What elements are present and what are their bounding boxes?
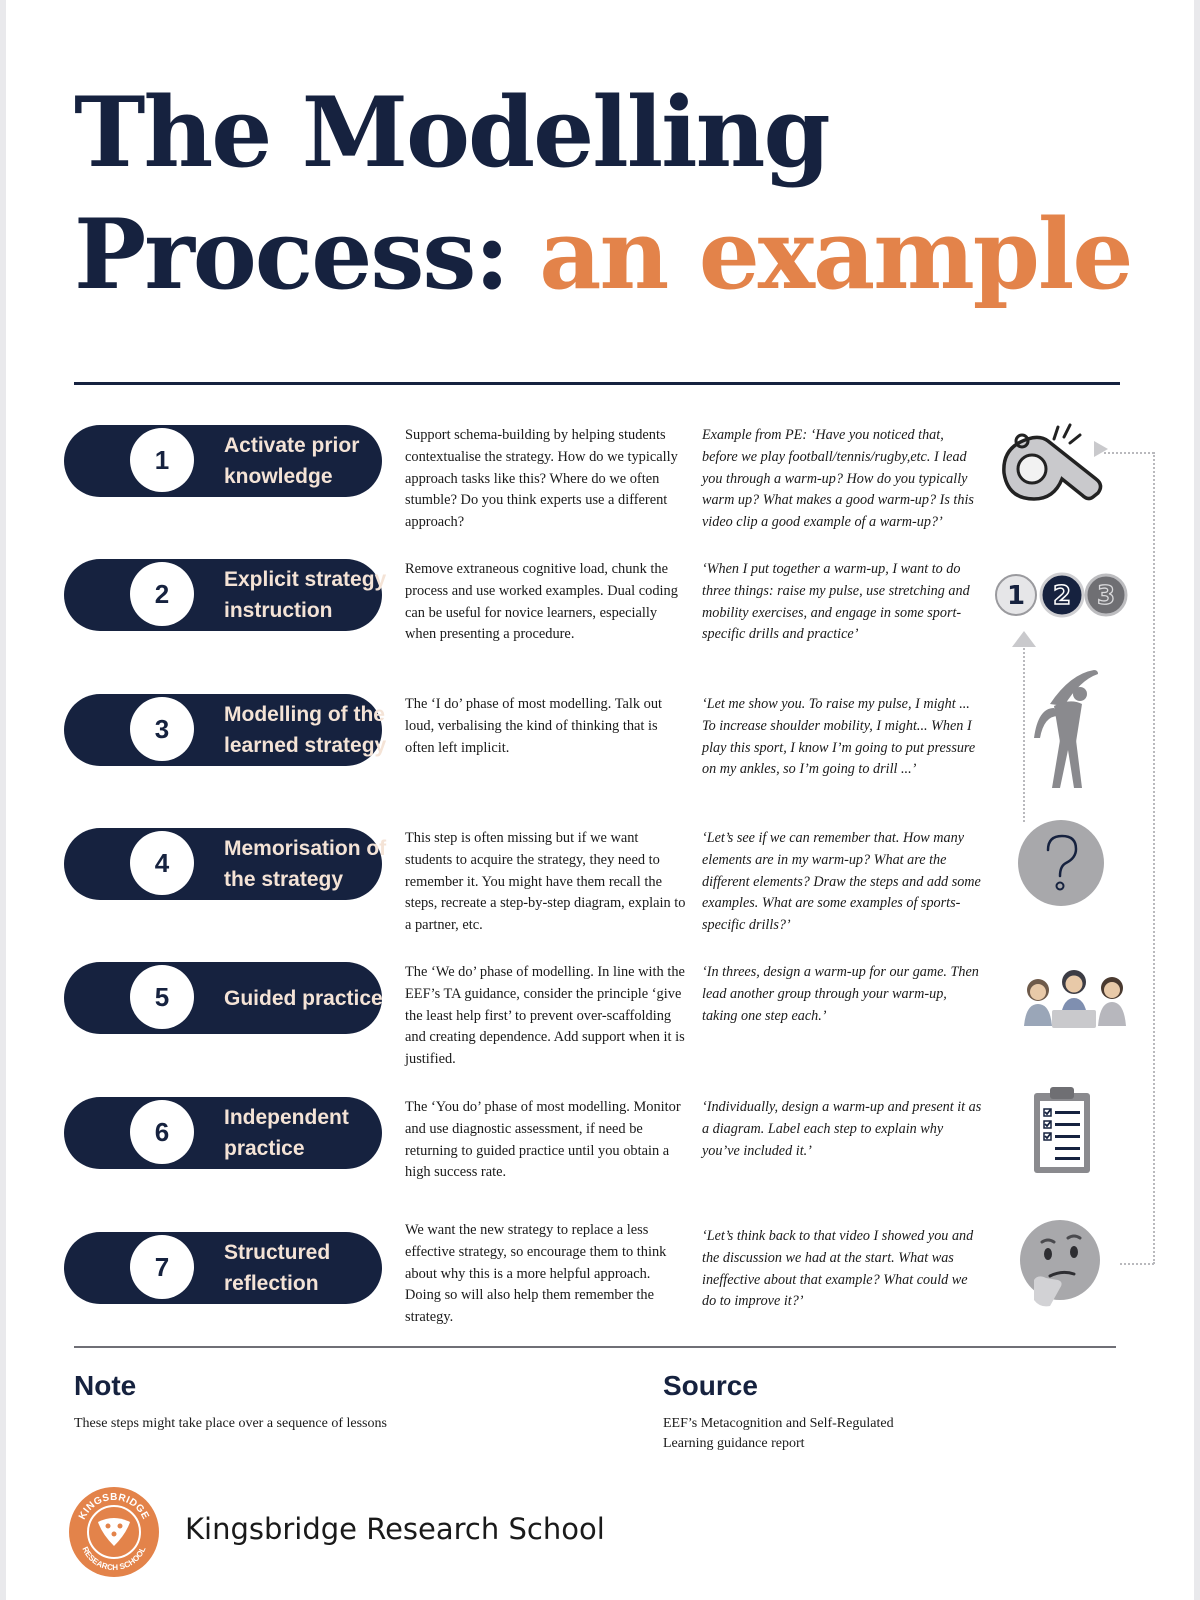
note-heading: Note: [74, 1370, 137, 1401]
clipboard-checklist-icon: [1034, 1087, 1090, 1173]
source-heading: Source: [663, 1370, 758, 1401]
children-group-icon: [1024, 970, 1126, 1028]
source-text-line: Learning guidance report: [663, 1436, 805, 1451]
step-number: 5: [130, 965, 194, 1029]
step-example: ‘When I put together a warm-up, I want t…: [702, 561, 970, 643]
step-description: This step is often missing but if we wan…: [405, 830, 686, 934]
step-number: 3: [130, 697, 194, 761]
title-line-1: The Modelling: [74, 76, 831, 189]
step-label-line: Independent: [224, 1106, 349, 1129]
page-title: The Modelling Process: an example: [74, 72, 1133, 316]
step-label-line: knowledge: [224, 465, 333, 488]
step-label-line: instruction: [224, 599, 333, 622]
page-edge: [0, 0, 6, 1600]
connector-line: [1120, 1263, 1154, 1265]
step-label-line: Activate prior: [224, 434, 360, 457]
step-label: Modelling of the learned strategy: [224, 694, 434, 766]
title-accent: an example: [539, 198, 1133, 311]
divider-top: [74, 382, 1120, 385]
step-label: Memorisation of the strategy: [224, 828, 434, 900]
whistle-icon: [1002, 423, 1108, 501]
step-number: 7: [130, 1235, 194, 1299]
svg-text:2: 2: [1053, 581, 1071, 611]
numbers-123-icon: 1 2 3: [995, 572, 1128, 618]
step-pill: 2 Explicit strategy instruction: [64, 559, 386, 631]
step-number: 4: [130, 831, 194, 895]
school-name: Kingsbridge Research School: [185, 1512, 605, 1546]
step-pill: 3 Modelling of the learned strategy: [64, 694, 386, 766]
step-label-line: Explicit strategy: [224, 568, 387, 591]
divider-bottom: [74, 1346, 1116, 1348]
page-edge: [1194, 0, 1200, 1600]
step-example: ‘Let me show you. To raise my pulse, I m…: [702, 696, 976, 778]
step-description: The ‘We do’ phase of modelling. In line …: [405, 964, 685, 1068]
svg-text:1: 1: [1007, 581, 1025, 611]
step-pill: 1 Activate prior knowledge: [64, 425, 382, 497]
step-pill: 5 Guided practice: [64, 962, 383, 1034]
step-example: ‘Individually, design a warm-up and pres…: [702, 1099, 982, 1159]
step-description: The ‘I do’ phase of most modelling. Talk…: [405, 696, 663, 756]
title-line-2: Process:: [74, 198, 510, 311]
step-label-line: Memorisation of: [224, 837, 387, 860]
step-pill: 7 Structured reflection: [64, 1232, 382, 1304]
step-label: Explicit strategy instruction: [224, 559, 434, 631]
step-number: 1: [130, 428, 194, 492]
step-label-line: reflection: [224, 1272, 319, 1295]
step-label-line: Guided practice: [224, 986, 383, 1010]
question-mark-icon: [1018, 820, 1104, 906]
thinking-face-icon: [1020, 1220, 1100, 1307]
step-description: We want the new strategy to replace a le…: [405, 1222, 667, 1326]
step-label: Independent practice: [224, 1097, 434, 1169]
step-description: Support schema-building by helping stude…: [405, 427, 678, 531]
step-label-line: Structured: [224, 1241, 331, 1264]
step-example: Example from PE: ‘Have you noticed that,…: [702, 427, 974, 531]
step-label: Structured reflection: [224, 1232, 434, 1304]
arrow-up-icon: [1012, 631, 1036, 647]
connector-line: [1104, 452, 1154, 454]
step-label-line: Modelling of the: [224, 703, 385, 726]
step-label-line: the strategy: [224, 868, 344, 891]
step-example: ‘Let’s think back to that video I showed…: [702, 1228, 974, 1310]
source-text: EEF’s Metacognition and Self-Regulated L…: [663, 1414, 894, 1454]
connector-line: [1153, 452, 1155, 1264]
connector-line: [1023, 640, 1025, 822]
note-text: These steps might take place over a sequ…: [74, 1416, 387, 1431]
stretching-person-icon: [1034, 670, 1098, 788]
step-label-line: practice: [224, 1137, 305, 1160]
step-number: 6: [130, 1100, 194, 1164]
school-logo: KINGSBRIDGE RESEARCH SCHOOL: [69, 1487, 159, 1577]
step-description: The ‘You do’ phase of most modelling. Mo…: [405, 1099, 681, 1181]
step-label: Activate prior knowledge: [224, 425, 434, 497]
step-label: Guided practice: [224, 962, 434, 1034]
step-example: ‘Let’s see if we can remember that. How …: [702, 830, 981, 934]
step-description: Remove extraneous cognitive load, chunk …: [405, 561, 678, 643]
step-pill: 6 Independent practice: [64, 1097, 382, 1169]
source-text-line: EEF’s Metacognition and Self-Regulated: [663, 1416, 894, 1431]
step-example: ‘In threes, design a warm-up for our gam…: [702, 964, 979, 1024]
svg-text:3: 3: [1097, 581, 1115, 611]
step-label-line: learned strategy: [224, 734, 387, 757]
step-pill: 4 Memorisation of the strategy: [64, 828, 386, 900]
step-number: 2: [130, 562, 194, 626]
